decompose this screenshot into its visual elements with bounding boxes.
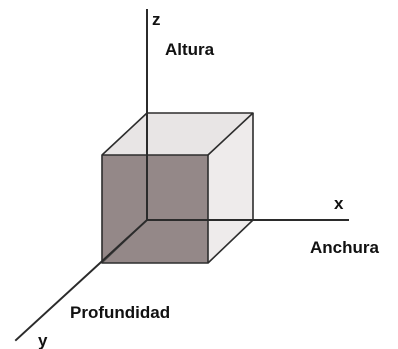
cube-top-face bbox=[102, 113, 253, 155]
height-label: Altura bbox=[165, 40, 215, 59]
depth-label: Profundidad bbox=[70, 303, 170, 322]
z-axis-label: z bbox=[152, 10, 161, 29]
y-axis bbox=[14, 218, 149, 342]
x-axis-label: x bbox=[334, 194, 344, 213]
cube-top-outline bbox=[101, 112, 254, 156]
axes bbox=[14, 9, 349, 342]
cube-right-face bbox=[208, 113, 253, 263]
width-label: Anchura bbox=[310, 238, 380, 257]
y-axis-label: y bbox=[38, 331, 48, 349]
